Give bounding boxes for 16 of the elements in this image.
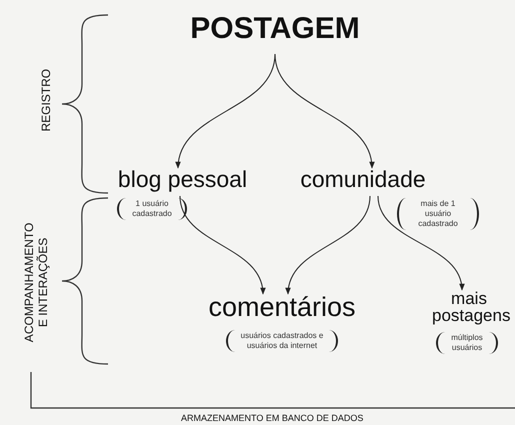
bracketed-note: múltiplos usuários xyxy=(436,332,498,354)
node-title: mais postagens xyxy=(432,289,510,325)
section-label: ACOMPANHAMENTO E INTERAÇÕES xyxy=(22,221,50,344)
bracketed-note: usuários cadastrados e usuários da internet xyxy=(226,330,338,352)
curved-arrow xyxy=(286,196,370,295)
node-title: comunidade xyxy=(300,166,426,192)
bracketed-note: mais de 1 usuário cadastrado xyxy=(397,198,479,230)
node-title: POSTAGEM xyxy=(190,12,360,45)
node-title: comentários xyxy=(208,292,356,322)
section-label: ARMAZENAMENTO EM BANCO DE DADOS xyxy=(181,412,364,424)
node-title: blog pessoal xyxy=(118,166,248,192)
bracketed-note: 1 usuário cadastrado xyxy=(117,198,187,220)
section-label: REGISTRO xyxy=(38,68,54,132)
curved-arrow xyxy=(378,196,464,291)
curved-arrow xyxy=(274,54,374,169)
curved-arrow xyxy=(180,196,265,295)
